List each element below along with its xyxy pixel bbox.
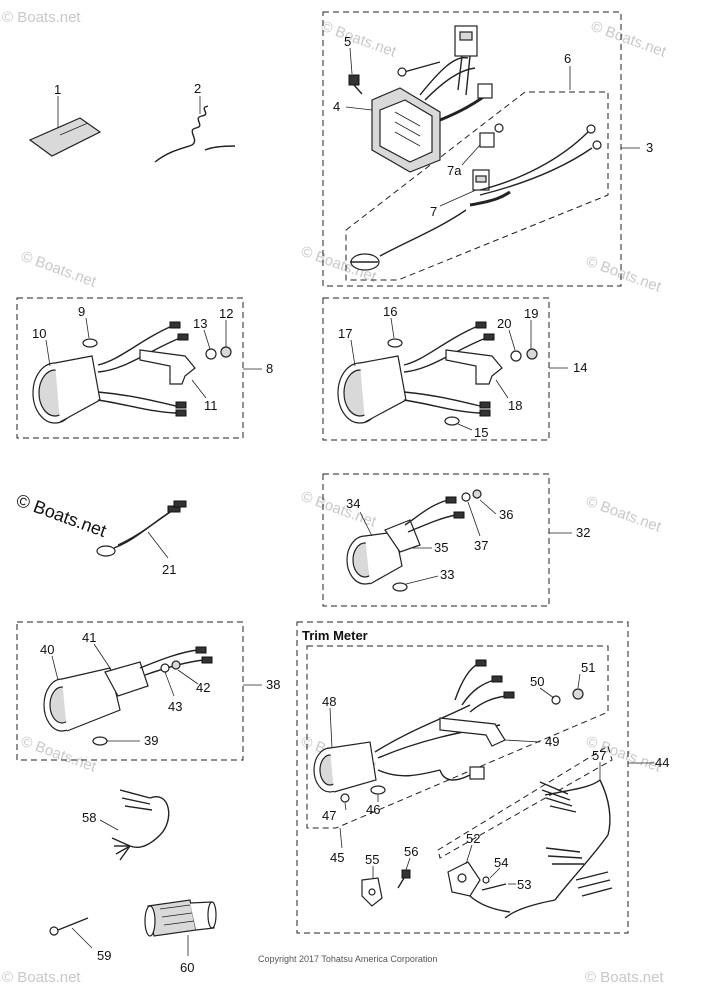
label-37: 37 [474,538,488,553]
group-44-trim-meter: Trim Meter 48 50 51 49 47 46 45 [296,621,669,934]
watermarks: © Boats.net © Boats.net © Boats.net © Bo… [2,9,669,986]
label-48: 48 [322,694,336,709]
label-44: 44 [655,755,669,770]
label-4: 4 [333,99,340,114]
label-6: 6 [564,51,571,66]
label-14: 14 [573,360,587,375]
label-54: 54 [494,855,508,870]
watermark: © Boats.net [584,253,664,296]
label-16: 16 [383,304,397,319]
label-7a: 7a [447,163,462,178]
watermark-main: © Boats.net [14,490,109,541]
label-18: 18 [508,398,522,413]
label-32: 32 [576,525,590,540]
part-59-wire: 59 [49,917,111,963]
label-9: 9 [78,304,85,319]
label-50: 50 [530,674,544,689]
label-10: 10 [32,326,46,341]
watermark: © Boats.net [2,969,81,986]
label-49: 49 [545,734,559,749]
label-34: 34 [346,496,360,511]
trim-meter-title: Trim Meter [302,628,368,643]
label-42: 42 [196,680,210,695]
label-47: 47 [322,808,336,823]
label-55: 55 [365,852,379,867]
label-58: 58 [82,810,96,825]
label-46: 46 [366,802,380,817]
part-1-pouch: 1 [28,82,102,157]
label-1: 1 [54,82,61,97]
copyright-text: Copyright 2017 Tohatsu America Corporati… [258,954,437,964]
group-14-tachometer: 16 17 20 19 14 18 15 [322,297,587,441]
watermark: © Boats.net [19,733,99,776]
label-53: 53 [517,877,531,892]
watermark: © Boats.net [585,969,664,986]
label-43: 43 [168,699,182,714]
group-8-tachometer: 9 10 13 12 8 11 [16,297,273,439]
part-58-harness: 58 [82,789,170,861]
label-45: 45 [330,850,344,865]
watermark: © Boats.net [2,9,81,26]
label-13: 13 [193,316,207,331]
part-2-coil: 2 [154,81,236,163]
group-32-meter: 34 35 36 37 33 32 [322,473,590,607]
label-21: 21 [162,562,176,577]
label-39: 39 [144,733,158,748]
watermark: © Boats.net [319,18,399,61]
watermark: © Boats.net [589,18,669,61]
label-40: 40 [40,642,54,657]
label-19: 19 [524,306,538,321]
label-15: 15 [474,425,488,440]
watermark: © Boats.net [584,493,664,536]
watermark: © Boats.net [19,248,99,291]
label-20: 20 [497,316,511,331]
label-5: 5 [344,34,351,49]
label-7: 7 [430,204,437,219]
label-12: 12 [219,306,233,321]
label-36: 36 [499,507,513,522]
group-38-meter: 40 41 42 43 39 38 [16,621,280,761]
group-3-regulator-kit: 5 4 6 3 7a 7 [322,11,653,287]
label-17: 17 [338,326,352,341]
label-57: 57 [592,748,606,763]
label-3: 3 [646,140,653,155]
part-60-fitting: 60 [144,899,217,975]
label-33: 33 [440,567,454,582]
label-38: 38 [266,677,280,692]
label-41: 41 [82,630,96,645]
label-51: 51 [581,660,595,675]
label-52: 52 [466,831,480,846]
label-35: 35 [434,540,448,555]
label-8: 8 [266,361,273,376]
label-11: 11 [204,398,218,413]
watermark: © Boats.net [299,488,379,531]
label-56: 56 [404,844,418,859]
label-60: 60 [180,960,194,975]
part-21-lamp-wire: 21 [96,500,187,577]
label-59: 59 [97,948,111,963]
label-2: 2 [194,81,201,96]
